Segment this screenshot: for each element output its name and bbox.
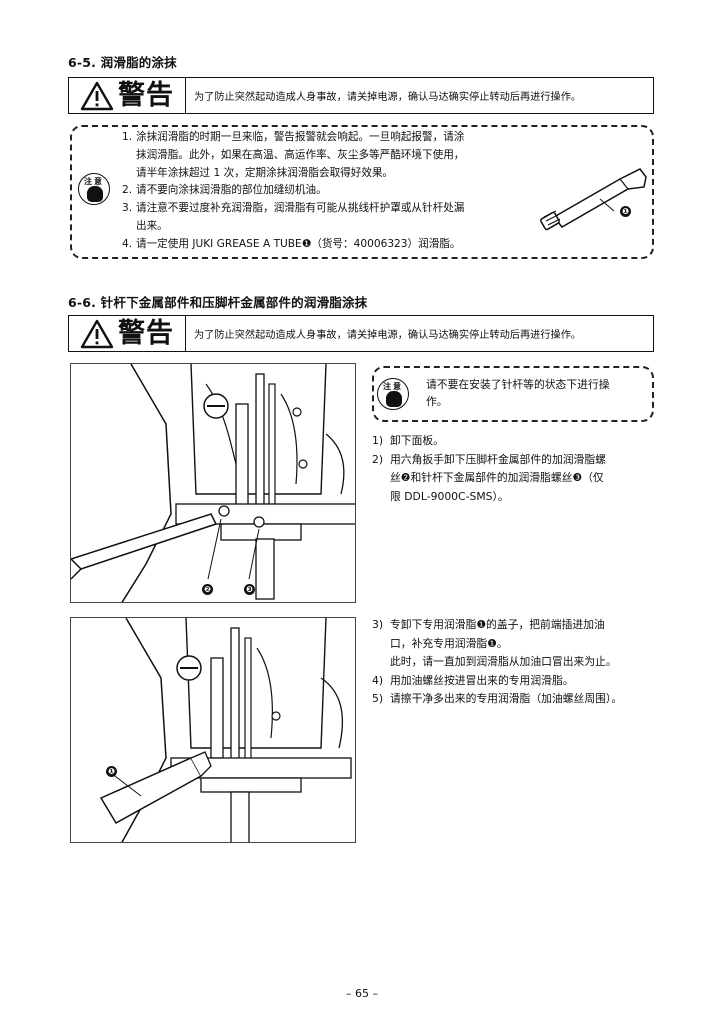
warning-triangle-icon (80, 81, 114, 110)
warning-box-2: 警告 为了防止突然起动造成人身事故，请关掉电源，确认马达确实停止转动后再进行操作… (68, 315, 654, 352)
step-item: 1)卸下面板。 (372, 434, 444, 447)
steps-apply: 3)专卸下专用润滑脂❶的盖子，把前端插进加油口，补充专用润滑脂❶。此时，请一直加… (372, 616, 662, 709)
caution-box-2: 注意 请不要在安装了针杆等的状态下进行操作。 (372, 366, 654, 422)
list-item: 1.涂抹润滑脂的时期一旦来临，警告报警就会响起。一旦响起报警，请涂抹润滑脂。此外… (122, 131, 465, 179)
machine-illustration-2 (99, 618, 352, 842)
hand-icon (87, 186, 103, 202)
callout-1: ❶ (620, 206, 631, 217)
step-item: 5)请擦干净多出来的专用润滑脂（加油螺丝周围）。 (372, 692, 623, 706)
caution-badge-label: 注意 (84, 177, 104, 186)
list-item: 2.请不要向涂抹润滑脂的部位加缝纫机油。 (122, 184, 327, 197)
warning-box: 警告 为了防止突然起动造成人身事故，请关掉电源，确认马达确实停止转动后再进行操作… (68, 77, 654, 114)
hand-icon (386, 391, 402, 407)
caution-box: 注意 1.涂抹润滑脂的时期一旦来临，警告报警就会响起。一旦响起报警，请涂抹润滑脂… (70, 125, 654, 259)
warning-label: 警告 (118, 80, 174, 111)
warning-triangle-icon (80, 319, 114, 348)
step-item: 2)用六角扳手卸下压脚杆金属部件的加润滑脂螺丝❷和针杆下金属部件的加润滑脂螺丝❸… (372, 452, 606, 503)
callout-2: ❷ (202, 584, 213, 595)
callout-1: ❶ (106, 766, 117, 777)
caution-text: 请不要在安装了针杆等的状态下进行操作。 (426, 378, 610, 408)
figure-apply-grease: ❶ (70, 617, 356, 843)
page-number: – 65 – (346, 987, 378, 1000)
caution-list: 1.涂抹润滑脂的时期一旦来临，警告报警就会响起。一旦响起报警，请涂抹润滑脂。此外… (122, 129, 532, 254)
steps-remove: 1)卸下面板。 2)用六角扳手卸下压脚杆金属部件的加润滑脂螺丝❷和针杆下金属部件… (372, 432, 662, 506)
section-title-needle-bar: 6-6. 针杆下金属部件和压脚杆金属部件的润滑脂涂抹 (68, 295, 368, 310)
step-item: 3)专卸下专用润滑脂❶的盖子，把前端插进加油口，补充专用润滑脂❶。此时，请一直加… (372, 618, 617, 669)
warning-label-cell: 警告 (69, 316, 186, 351)
machine-illustration-1 (71, 364, 355, 602)
section-title-grease: 6-5. 润滑脂的涂抹 (68, 55, 177, 70)
callout-3: ❸ (244, 584, 255, 595)
warning-text: 为了防止突然起动造成人身事故，请关掉电源，确认马达确实停止转动后再进行操作。 (194, 92, 582, 103)
step-item: 4)用加油螺丝按进冒出来的专用润滑脂。 (372, 673, 574, 687)
warning-label: 警告 (118, 318, 174, 349)
caution-badge: 注意 (377, 378, 409, 410)
caution-badge-label: 注意 (383, 382, 403, 391)
warning-label-cell: 警告 (69, 78, 186, 113)
list-item: 3.请注意不要过度补充润滑脂，润滑脂有可能从挑线杆护罩或从针杆处漏出来。 (122, 202, 465, 232)
warning-text: 为了防止突然起动造成人身事故，请关掉电源，确认马达确实停止转动后再进行操作。 (194, 330, 582, 341)
figure-remove-screws: ❷ ❸ (70, 363, 356, 603)
list-item: 4.请一定使用 JUKI GREASE A TUBE❶（货号：40006323）… (122, 237, 461, 250)
caution-badge: 注意 (78, 173, 110, 205)
grease-tube-illustration (540, 168, 647, 231)
